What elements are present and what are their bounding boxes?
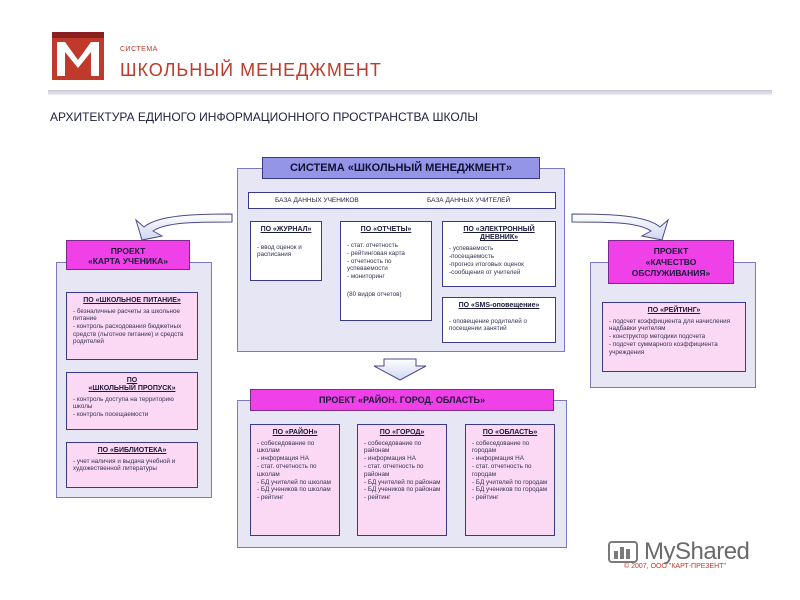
oblast-list: - собеседование по городам - информация … <box>466 437 554 502</box>
journal-item: - ввод оценок и расписания <box>257 244 302 259</box>
library-box: ПО «БИБЛИОТЕКА» - учет наличия и выдача … <box>66 442 198 488</box>
nutrition-box: ПО «ШКОЛЬНОЕ ПИТАНИЕ» - безналичные расч… <box>66 292 198 360</box>
student-card-title-line2: «КАРТА УЧЕНИКА» <box>88 256 168 266</box>
db-teachers-label: БАЗА ДАННЫХ УЧИТЕЛЕЙ <box>427 197 511 204</box>
student-card-title-line1: ПРОЕКТ <box>110 246 146 256</box>
rating-item: - конструктор методики подсчета <box>609 333 706 341</box>
library-item: - учет наличия и выдача учебной и художе… <box>73 458 176 473</box>
journal-title: ПО «ЖУРНАЛ» <box>260 226 312 233</box>
city-item: - БД учеников по районам <box>364 486 441 494</box>
sms-title: ПО «SMS-оповещение» <box>458 302 540 309</box>
left-curved-arrow <box>135 213 233 241</box>
pass-title-line2: «ШКОЛЬНЫЙ ПРОПУСК» <box>88 385 176 392</box>
rating-title: ПО «РЕЙТИНГ» <box>647 307 701 314</box>
diary-item: -посещаемость <box>449 252 494 260</box>
diary-list: - успеваемость -посещаемость -прогноз ит… <box>443 242 555 276</box>
nutrition-title: ПО «ШКОЛЬНОЕ ПИТАНИЕ» <box>83 297 181 304</box>
oblast-title: ПО «ОБЛАСТЬ» <box>482 429 538 436</box>
city-item: - собеседование по районам <box>364 440 422 455</box>
sms-item: - оповещение родителей о посещении занят… <box>449 318 528 333</box>
library-list: - учет наличия и выдача учебной и художе… <box>67 455 197 473</box>
oblast-item: - БД учителей по городам <box>472 478 548 486</box>
rating-box: ПО «РЕЙТИНГ» - подсчет коэффициента для … <box>602 302 746 372</box>
reports-list: - стат. отчетность - рейтинговая карта -… <box>341 234 431 298</box>
oblast-item: - БД учеников по городам <box>472 486 548 494</box>
db-students-label: БАЗА ДАННЫХ УЧЕНИКОВ <box>275 197 359 204</box>
header-divider <box>48 90 772 95</box>
city-box: ПО «ГОРОД» - собеседование по районам - … <box>357 424 447 536</box>
city-item: - рейтинг <box>364 494 391 502</box>
diary-box: ПО «ЭЛЕКТРОННЫЙ ДНЕВНИК» - успеваемость … <box>442 221 556 287</box>
diary-item: -прогноз итоговых оценок <box>449 260 524 268</box>
pass-box: ПО «ШКОЛЬНЫЙ ПРОПУСК» - контроль доступа… <box>66 372 198 430</box>
reports-box: ПО «ОТЧЕТЫ» - стат. отчетность - рейтинг… <box>340 221 432 321</box>
journal-box: ПО «ЖУРНАЛ» - ввод оценок и расписания <box>250 221 322 281</box>
oblast-item: - рейтинг <box>472 494 499 502</box>
district-item: - собеседование по школам <box>257 440 315 455</box>
diary-title: ПО «ЭЛЕКТРОННЫЙ ДНЕВНИК» <box>463 226 535 241</box>
sms-list: - оповещение родителей о посещении занят… <box>443 310 555 333</box>
right-curved-arrow <box>571 213 669 241</box>
oblast-item: - информация НА <box>472 455 524 463</box>
quality-title-line1: ПРОЕКТ <box>653 246 689 256</box>
system-title: ШКОЛЬНЫЙ МЕНЕДЖМЕНТ <box>120 60 382 80</box>
nutrition-item: - контроль расходования бюджетных средст… <box>73 323 184 346</box>
district-list: - собеседование по школам - информация Н… <box>251 437 339 502</box>
library-title: ПО «БИБЛИОТЕКА» <box>97 447 167 454</box>
reports-item: - мониторинг <box>347 273 385 281</box>
reports-item: - стат. отчетность <box>347 242 398 249</box>
sms-box: ПО «SMS-оповещение» - оповещение родител… <box>442 297 556 343</box>
down-arrow <box>373 358 427 381</box>
nutrition-item: - безналичные расчеты за школьное питани… <box>73 308 180 323</box>
city-item: - стат. отчетность по районам <box>364 463 424 478</box>
system-label: СИСТЕМА <box>120 46 158 53</box>
page-title: АРХИТЕКТУРА ЕДИНОГО ИНФОРМАЦИОННОГО ПРОС… <box>50 110 479 124</box>
reports-title: ПО «ОТЧЕТЫ» <box>360 226 412 233</box>
pass-item: - контроль посещаемости <box>73 411 149 419</box>
pass-title-line1: ПО <box>126 377 138 384</box>
rating-item: - подсчет суммарного коэффициента учрежд… <box>609 341 718 356</box>
system-banner: СИСТЕМА «ШКОЛЬНЫЙ МЕНЕДЖМЕНТ» <box>262 157 540 179</box>
district-item: - рейтинг <box>257 494 284 502</box>
diary-item: - успеваемость <box>449 245 494 252</box>
district-item: - БД учеников по школам <box>257 486 331 494</box>
student-card-header: ПРОЕКТ «КАРТА УЧЕНИКА» <box>66 240 190 270</box>
pass-title: ПО «ШКОЛЬНЫЙ ПРОПУСК» <box>67 373 197 393</box>
pass-item: - контроль доступа на территорию школы <box>73 396 174 411</box>
city-list: - собеседование по районам - информация … <box>358 437 446 502</box>
oblast-item: - стат. отчетность по городам <box>472 463 532 478</box>
reports-item: - рейтинговая карта <box>347 249 405 257</box>
district-box: ПО «РАЙОН» - собеседование по школам - и… <box>250 424 340 536</box>
copyright-text: © 2007, ООО "КАРТ-ПРЕЗЕНТ" <box>624 563 726 570</box>
district-item: - БД учителей по школам <box>257 478 331 486</box>
nutrition-list: - безналичные расчеты за школьное питани… <box>67 305 197 346</box>
oblast-item: - собеседование по городам <box>472 440 530 455</box>
district-item: - информация НА <box>257 455 309 463</box>
rating-item: - подсчет коэффициента для начисления на… <box>609 318 731 333</box>
region-title: ПРОЕКТ «РАЙОН. ГОРОД. ОБЛАСТЬ» <box>318 395 485 405</box>
diary-item: -сообщения от учителей <box>449 268 521 276</box>
district-item: - стат. отчетность по школам <box>257 463 317 478</box>
watermark-text: MyShared <box>644 538 750 565</box>
database-bar: БАЗА ДАННЫХ УЧЕНИКОВ БАЗА ДАННЫХ УЧИТЕЛЕ… <box>248 192 556 209</box>
quality-header: ПРОЕКТ «КАЧЕСТВО ОБСЛУЖИВАНИЯ» <box>608 240 734 284</box>
city-item: - информация НА <box>364 455 416 463</box>
region-header: ПРОЕКТ «РАЙОН. ГОРОД. ОБЛАСТЬ» <box>250 389 554 411</box>
district-title: ПО «РАЙОН» <box>272 429 318 436</box>
myshared-icon <box>608 541 638 563</box>
rating-list: - подсчет коэффициента для начисления на… <box>603 315 745 356</box>
city-item: - БД учителей по районам <box>364 478 441 486</box>
reports-item: - отчетность по успеваемости <box>347 257 392 273</box>
oblast-box: ПО «ОБЛАСТЬ» - собеседование по городам … <box>465 424 555 536</box>
journal-list: - ввод оценок и расписания <box>251 234 321 259</box>
pass-list: - контроль доступа на территорию школы -… <box>67 393 197 419</box>
logo-icon <box>52 32 104 80</box>
city-title: ПО «ГОРОД» <box>379 429 425 436</box>
reports-item: (80 видов отчетов) <box>347 290 402 298</box>
quality-title-line2: «КАЧЕСТВО ОБСЛУЖИВАНИЯ» <box>631 257 711 278</box>
